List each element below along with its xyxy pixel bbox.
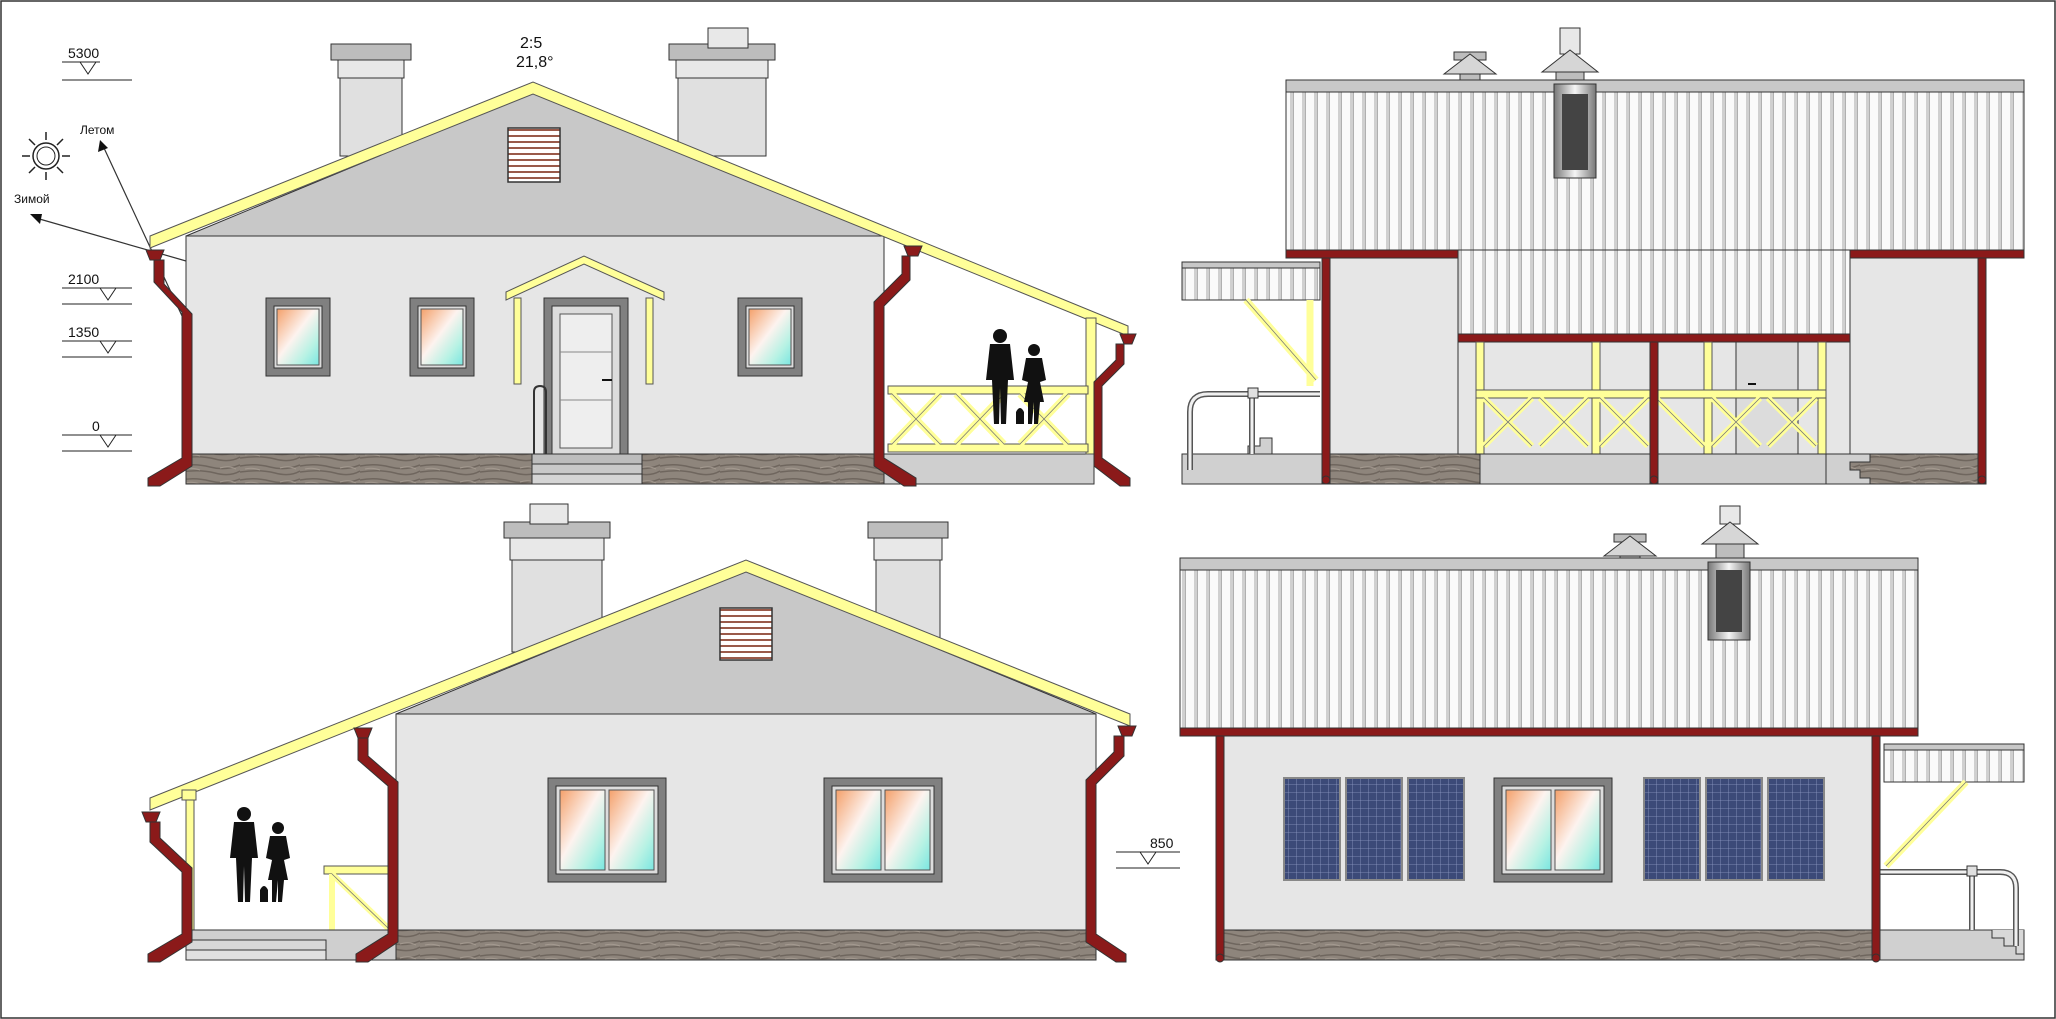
- level-marks: 5300 2100 1350 0 850: [62, 45, 1180, 869]
- level-label-2100: 2100: [68, 271, 99, 287]
- level-label-1350: 1350: [68, 324, 99, 340]
- solar-panel: [1407, 777, 1465, 881]
- level-label-0: 0: [92, 418, 100, 434]
- elevation-front: 2:5 21,8°: [145, 27, 1137, 487]
- summer-label: Летом: [80, 123, 114, 137]
- sun-icon: [22, 132, 70, 180]
- elevation-side-right: [1181, 27, 2025, 485]
- solar-panel: [1705, 777, 1763, 881]
- level-label-850: 850: [1150, 835, 1174, 851]
- elevation-side-left: [1179, 505, 2025, 963]
- roof-pitch-angle: 21,8°: [516, 54, 554, 71]
- solar-panel: [1767, 777, 1825, 881]
- level-label-5300: 5300: [68, 45, 99, 61]
- roof-pitch-ratio: 2:5: [520, 35, 542, 52]
- solar-panel: [1643, 777, 1701, 881]
- elevation-rear: [141, 503, 1137, 963]
- solar-panel: [1283, 777, 1341, 881]
- winter-label: Зимой: [14, 192, 50, 206]
- solar-panel: [1345, 777, 1403, 881]
